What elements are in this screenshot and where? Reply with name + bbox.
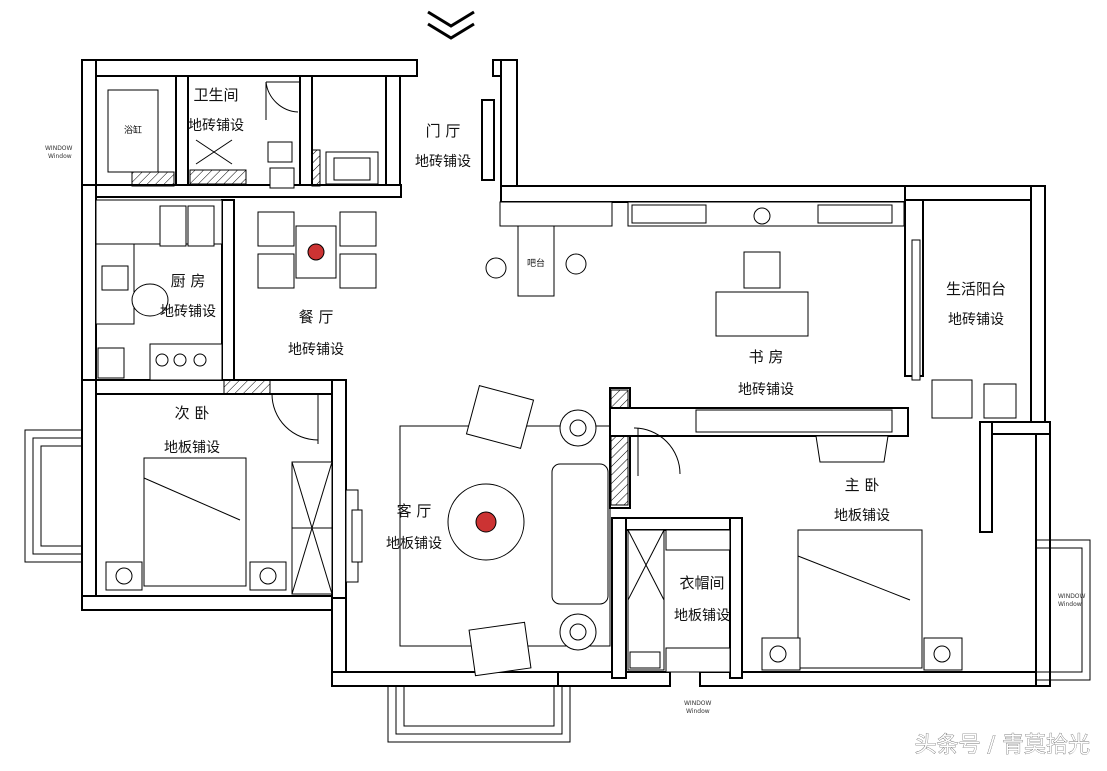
study-floor: 地砖铺设: [738, 382, 794, 398]
utility-balcony: [911, 239, 1017, 419]
bathtub-label: 浴缸: [124, 124, 142, 136]
bar-label: 吧台: [527, 257, 545, 269]
cloakroom: [627, 529, 731, 673]
left-balcony: [24, 429, 82, 563]
cloakroom-floor: 地板铺设: [674, 608, 730, 624]
bathroom-name: 卫生间: [193, 86, 238, 104]
svg-text:Window: Window: [48, 153, 72, 160]
bathroom-floor: 地砖铺设: [188, 118, 244, 134]
bathroom: 浴缸: [107, 81, 379, 189]
bar-area: 吧台: [485, 201, 613, 297]
master-bedroom: [761, 529, 963, 671]
foyer-name: 门 厅: [426, 122, 461, 140]
outer-walls: [81, 59, 1051, 687]
svg-text:WINDOW: WINDOW: [684, 700, 712, 707]
svg-text:WINDOW: WINDOW: [1058, 593, 1086, 600]
watermark: 头条号 / 青莫拾光: [915, 733, 1090, 758]
balcony-name: 生活阳台: [946, 280, 1006, 298]
cloakroom-name: 衣帽间: [679, 574, 724, 592]
living-room: [345, 384, 681, 677]
balcony-floor: 地砖铺设: [948, 312, 1004, 328]
svg-text:Window: Window: [1058, 601, 1082, 608]
room-labels: 卫生间 地砖铺设 门 厅 地砖铺设 厨 房 地砖铺设 餐 厅 地砖铺设 书 房 …: [160, 86, 1006, 624]
kitchen-floor: 地砖铺设: [160, 304, 216, 320]
dining-name: 餐 厅: [299, 308, 334, 326]
second-bedroom: [105, 393, 333, 595]
study-name: 书 房: [749, 348, 784, 366]
dining-floor: 地砖铺设: [288, 342, 344, 358]
living-floor: 地板铺设: [386, 536, 442, 552]
right-balcony: [1036, 539, 1091, 681]
kitchen: [95, 199, 271, 395]
bay-window: [387, 686, 571, 743]
second-bedroom-name: 次 卧: [175, 404, 210, 422]
dining: [257, 211, 377, 289]
master-bedroom-floor: 地板铺设: [834, 508, 890, 524]
kitchen-name: 厨 房: [171, 272, 206, 290]
svg-text:Window: Window: [686, 708, 710, 715]
study: [627, 201, 905, 463]
foyer-floor: 地砖铺设: [415, 154, 471, 170]
living-name: 客 厅: [397, 502, 432, 520]
svg-text:WINDOW: WINDOW: [45, 145, 73, 152]
entry-chevron-icon: [427, 10, 475, 40]
second-bedroom-floor: 地板铺设: [164, 440, 220, 456]
master-bedroom-name: 主 卧: [845, 476, 880, 494]
